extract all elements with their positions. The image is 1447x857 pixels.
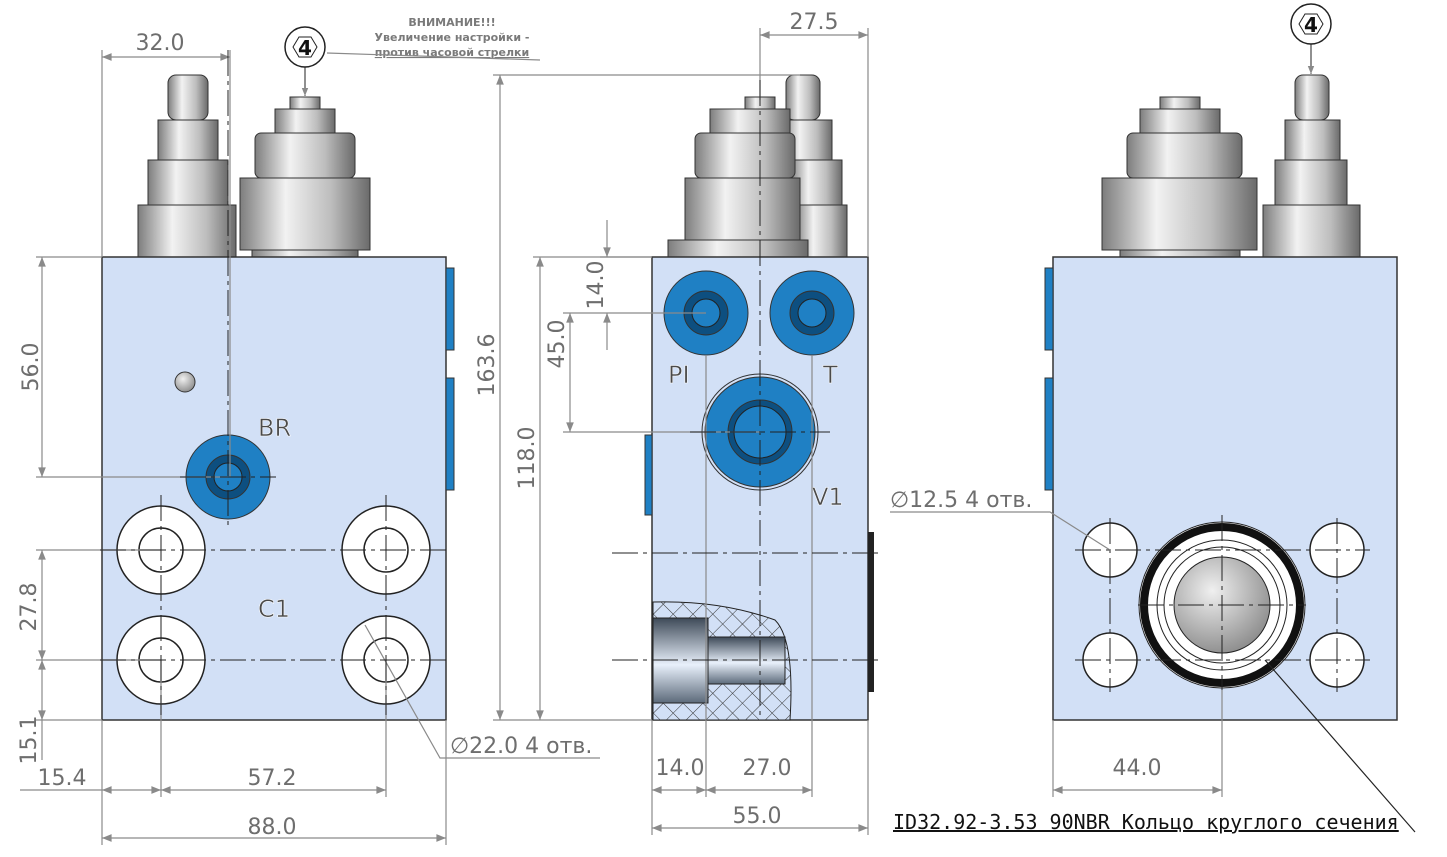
relief-valve-cartridge xyxy=(239,96,371,258)
o-ring-note: ID32.92-3.53 90NBR Кольцо круглого сечен… xyxy=(893,810,1399,834)
dim-27-8: 27.8 xyxy=(17,583,42,632)
dim-27: 27.0 xyxy=(743,756,792,781)
dim-55: 55.0 xyxy=(733,804,782,829)
dim-118: 118.0 xyxy=(515,427,540,490)
rear-view: ∅12.5 4 отв. 44.0 ID32.92-3.53 90NBR Кол… xyxy=(890,74,1416,834)
pilot-cartridge xyxy=(137,74,237,258)
port-label-v1: V1 xyxy=(812,483,844,511)
callout-number: 4 xyxy=(298,36,312,60)
warning-line-2: Увеличение настройки - xyxy=(375,31,530,44)
side-view: PI T V1 27.5 163.6 118.0 45.0 xyxy=(475,10,880,835)
dim-15-1: 15.1 xyxy=(17,716,42,765)
dim-45: 45.0 xyxy=(545,320,570,369)
port-label-br: BR xyxy=(258,414,291,442)
dim-27-5: 27.5 xyxy=(790,10,839,35)
dim-44: 44.0 xyxy=(1113,756,1162,781)
front-view: BR C1 32.0 56.0 27.8 15.1 15.4 xyxy=(17,31,600,845)
section-cut xyxy=(652,601,792,721)
dim-holes-22: ∅22.0 4 отв. xyxy=(450,734,592,759)
dim-57-2: 57.2 xyxy=(248,766,297,791)
dim-163-6: 163.6 xyxy=(475,334,500,397)
port-label-pi: PI xyxy=(668,361,690,389)
callout-number: 4 xyxy=(1304,13,1318,37)
warning-line-1: ВНИМАНИЕ!!! xyxy=(408,16,495,29)
adjustment-callout-front: 4 xyxy=(284,26,326,96)
adjustment-callout-rear: 4 xyxy=(1290,3,1332,74)
port-t xyxy=(769,270,855,356)
dim-32: 32.0 xyxy=(136,31,185,56)
port-label-c1: C1 xyxy=(258,595,290,623)
warning-note: ВНИМАНИЕ!!! Увеличение настройки - проти… xyxy=(326,16,541,61)
dim-88: 88.0 xyxy=(248,815,297,840)
port-label-t: T xyxy=(822,361,838,389)
dim-15-4: 15.4 xyxy=(38,766,87,791)
dim-14-vertical: 14.0 xyxy=(584,261,609,310)
dim-14-horizontal: 14.0 xyxy=(656,756,705,781)
dim-56: 56.0 xyxy=(19,343,44,392)
mounting-holes-front xyxy=(116,505,431,705)
dim-holes-12-5: ∅12.5 4 отв. xyxy=(890,488,1032,513)
